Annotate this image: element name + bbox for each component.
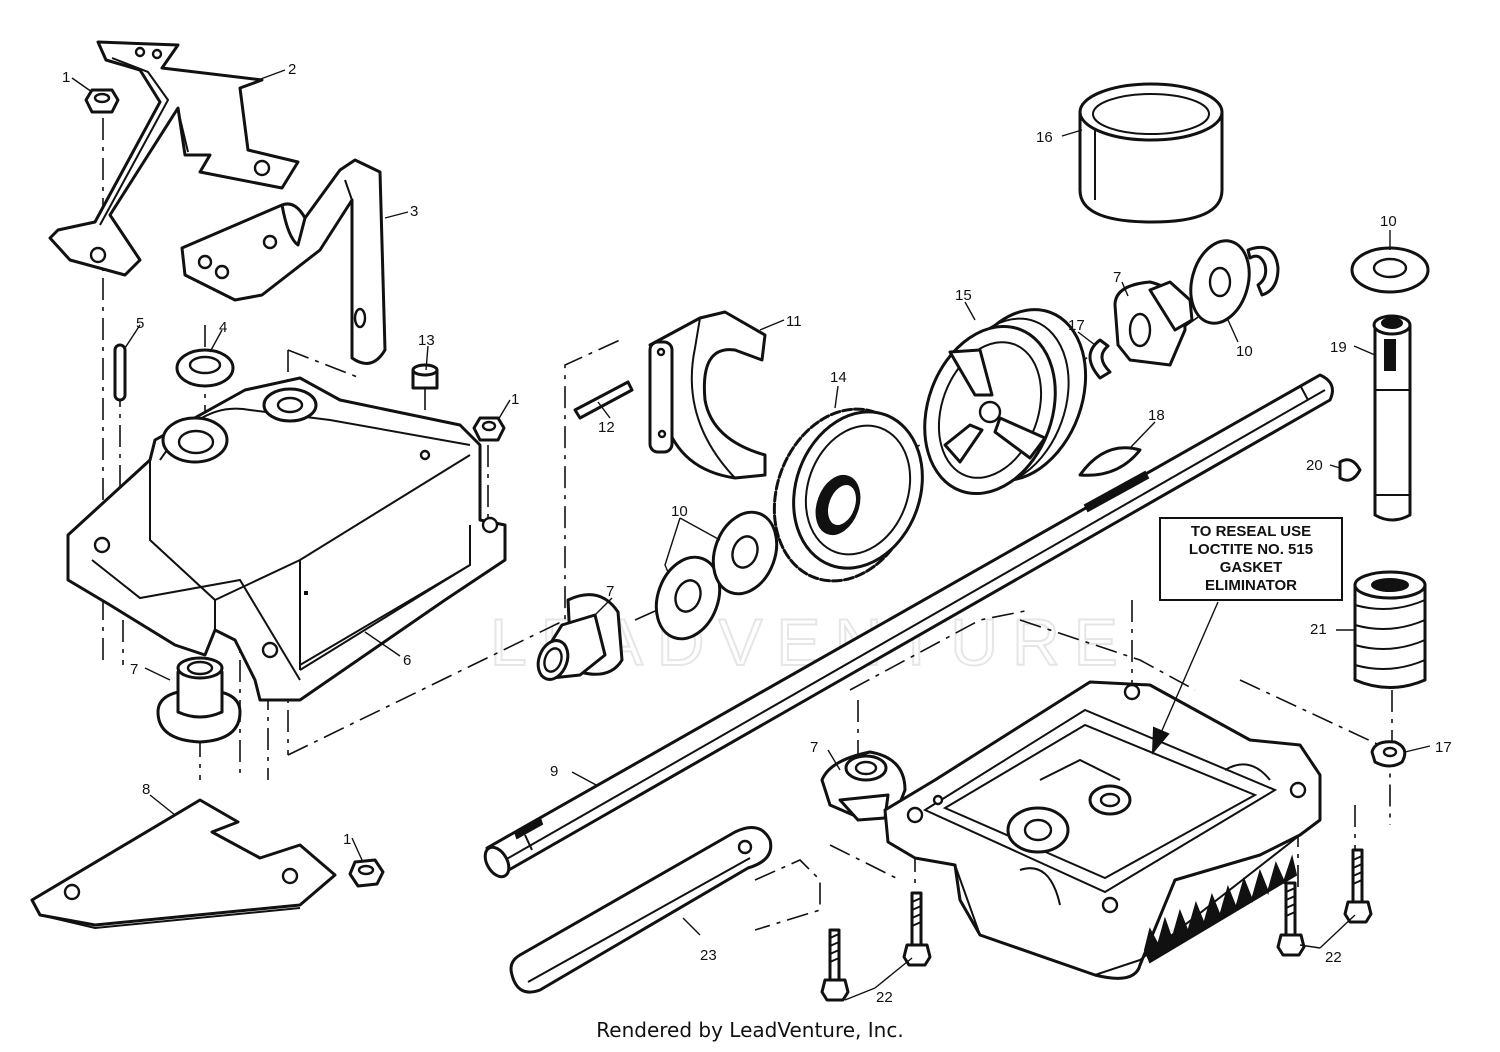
bracket-part-2 xyxy=(48,40,300,277)
clip-part-17-right xyxy=(1370,740,1407,768)
bushing-part-7-center xyxy=(536,593,624,681)
clip-part-17-top xyxy=(1088,338,1112,380)
nut-part-1-mid xyxy=(472,416,506,442)
washer-part-10-upper xyxy=(1189,239,1251,325)
callout-22-left: 22 xyxy=(876,989,893,1006)
worm-part-21 xyxy=(1353,570,1427,689)
key-part-18 xyxy=(1078,446,1142,477)
reseal-note-line-1: TO RESEAL USE xyxy=(1190,523,1312,540)
callout-7-left: 7 xyxy=(130,661,138,678)
callout-17-right: 17 xyxy=(1435,739,1452,756)
footer-credit: Rendered by LeadVenture, Inc. xyxy=(596,1018,904,1042)
bushing-part-7-left xyxy=(156,656,242,744)
nut-part-1-bottom xyxy=(348,858,385,888)
callout-10-center: 10 xyxy=(671,503,688,520)
callout-14: 14 xyxy=(830,369,847,386)
callout-8: 8 xyxy=(142,781,150,798)
callout-3: 3 xyxy=(410,203,418,220)
bolt-part-22-a xyxy=(820,928,850,1002)
callout-10-right: 10 xyxy=(1380,213,1397,230)
shift-lever-part-3 xyxy=(180,158,387,365)
shaft-part-9 xyxy=(483,373,1334,879)
washer-part-4 xyxy=(175,348,235,388)
callout-12: 12 xyxy=(598,419,615,436)
callout-19: 19 xyxy=(1330,339,1347,356)
washer-part-10-center-a xyxy=(654,555,722,641)
lower-housing xyxy=(883,680,1322,980)
note-arrow xyxy=(1151,601,1219,755)
bolt-part-22-c xyxy=(1276,881,1306,957)
bolt-part-22-d xyxy=(1343,848,1373,924)
clutch-part-15 xyxy=(923,308,1088,496)
callout-17-top: 17 xyxy=(1068,317,1085,334)
strap-part-23 xyxy=(509,826,773,994)
washer-part-10-right xyxy=(1350,246,1430,294)
plug-part-13 xyxy=(411,363,439,390)
callout-9: 9 xyxy=(550,763,558,780)
key-part-20 xyxy=(1338,458,1362,482)
callout-1-mid: 1 xyxy=(511,391,519,408)
pinion-shaft-part-19 xyxy=(1372,314,1412,522)
callout-1-top: 1 xyxy=(62,69,70,86)
washer-part-10-center-b xyxy=(711,510,779,596)
nut-part-1-top xyxy=(84,88,120,114)
pin-part-5 xyxy=(113,343,127,402)
callout-7-upper: 7 xyxy=(1113,269,1121,286)
callout-10-upper: 10 xyxy=(1236,343,1253,360)
callout-21: 21 xyxy=(1310,621,1327,638)
callout-22-right: 22 xyxy=(1325,949,1342,966)
callout-15: 15 xyxy=(955,287,972,304)
callout-2: 2 xyxy=(288,61,296,78)
callout-7-center: 7 xyxy=(606,583,614,600)
reseal-note-line-2: LOCTITE NO. 515 xyxy=(1188,541,1314,558)
clip-part-17-top-right xyxy=(1246,245,1280,297)
callout-20: 20 xyxy=(1306,457,1323,474)
callout-6: 6 xyxy=(403,652,411,669)
callout-13: 13 xyxy=(418,332,435,349)
callout-7-lower: 7 xyxy=(810,739,818,756)
callout-23: 23 xyxy=(700,947,717,964)
shift-fork-part-11 xyxy=(648,310,767,480)
callout-11: 11 xyxy=(786,313,802,330)
reseal-note-line-3: GASKET xyxy=(1219,559,1283,576)
bolt-part-22-b xyxy=(902,891,932,967)
bushing-part-7-upper xyxy=(1113,280,1194,367)
sleeve-part-16 xyxy=(1078,82,1224,224)
callout-4: 4 xyxy=(219,319,227,336)
reseal-note-box: TO RESEAL USE LOCTITE NO. 515 GASKET ELI… xyxy=(1159,517,1343,601)
callout-18: 18 xyxy=(1148,407,1165,424)
reseal-note-line-4: ELIMINATOR xyxy=(1205,577,1297,594)
callout-5: 5 xyxy=(136,315,144,332)
upper-housing-part-6 xyxy=(66,376,507,702)
callout-16: 16 xyxy=(1036,129,1053,146)
callouts: 1 2 3 4 5 13 1 6 7 8 1 9 7 10 11 12 14 1… xyxy=(62,61,1452,1006)
gear-part-14 xyxy=(772,407,924,583)
plate-part-8 xyxy=(30,798,337,930)
leader-lines xyxy=(71,69,1431,1001)
pin-part-12 xyxy=(573,380,634,420)
callout-1-bottom: 1 xyxy=(343,831,351,848)
